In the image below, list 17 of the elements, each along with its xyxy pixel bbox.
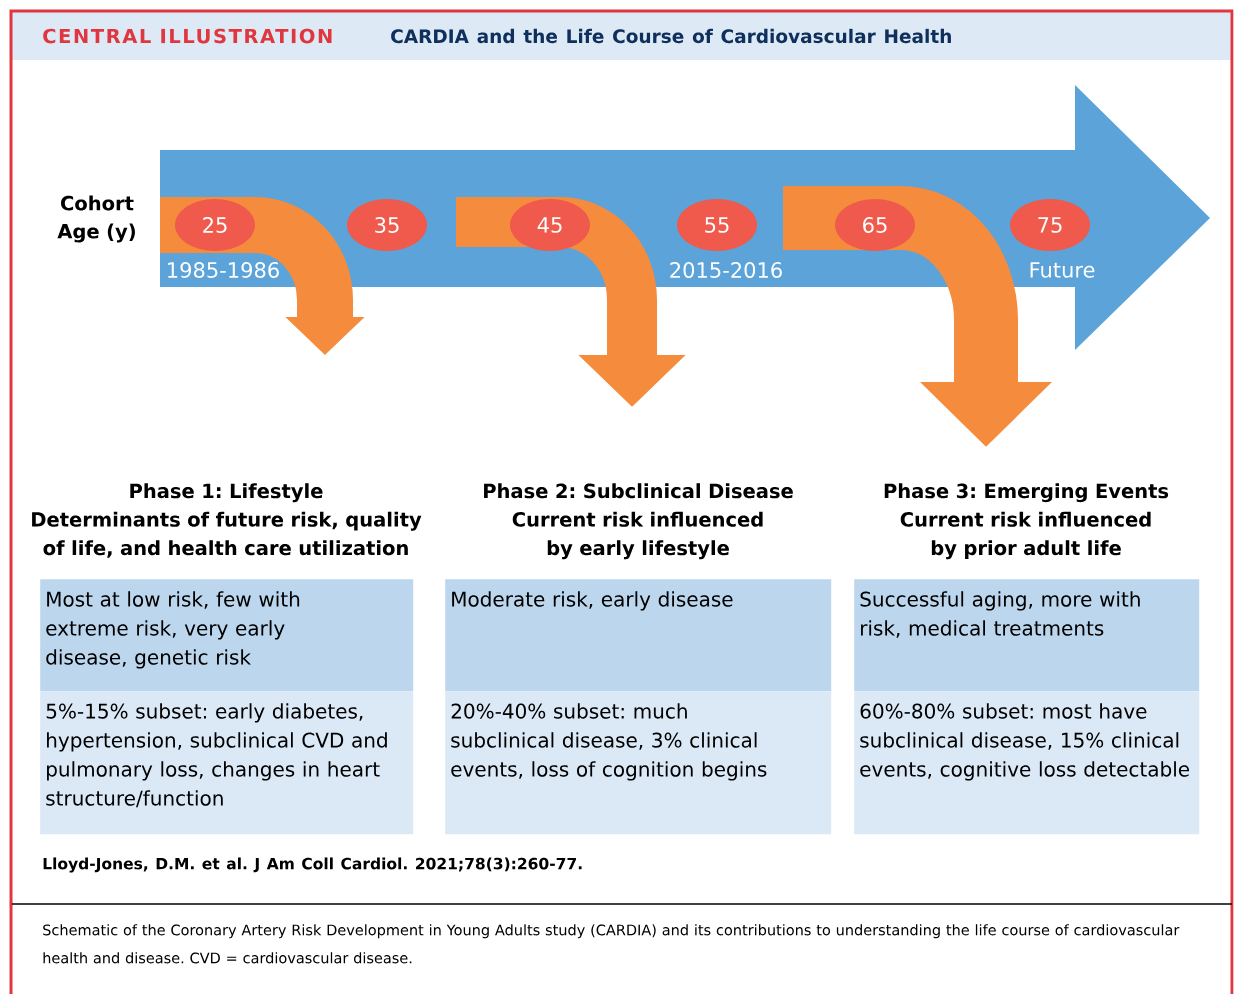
- title: CARDIA and the Life Course of Cardiovascular Health: [391, 28, 951, 44]
- info-box: 5%-15% subset: early diabetes, hypertension, subclinical CVD and pulmonary loss, changes in heart structure/function: [40, 691, 414, 835]
- info-box: 20%-40% subset: much subclinical disease, 3% clinical events, loss of cognition begins: [445, 691, 832, 835]
- phase-heading: Phase 2: Subclinical Disease Current risk influenced by early lifestyle: [484, 483, 793, 560]
- timeline-label: 1985-1986: [168, 262, 279, 278]
- citation: Lloyd-Jones, D.M. et al. J Am Coll Cardiol. 2021;78(3):260-77.: [43, 857, 582, 873]
- phase-heading: Phase 1: Lifestyle Determinants of future risk, quality of life, and health care utilization: [32, 483, 422, 558]
- info-box: Successful aging, more with risk, medical treatments: [854, 579, 1200, 692]
- caption: Schematic of the Coronary Artery Risk Development in Young Adults study (CARDIA) and its contributions to understanding the life course of cardiovascular health and disease. CVD = cardiovascular disease.: [43, 924, 1180, 964]
- timeline-label: Future: [1030, 262, 1095, 278]
- timeline-label: 2015-2016: [670, 262, 782, 278]
- cohort-age-label: Cohort Age (y): [57, 195, 135, 243]
- info-box: Moderate risk, early disease: [445, 579, 832, 692]
- phase-heading: Phase 3: Emerging Events Current risk influenced by prior adult life: [884, 483, 1169, 560]
- info-box: 60%-80% subset: most have subclinical disease, 15% clinical events, cognitive loss detectable: [854, 691, 1200, 835]
- info-box: Most at low risk, few with extreme risk, very early disease, genetic risk: [40, 579, 414, 692]
- illustration-label: CENTRAL ILLUSTRATION: [43, 28, 332, 44]
